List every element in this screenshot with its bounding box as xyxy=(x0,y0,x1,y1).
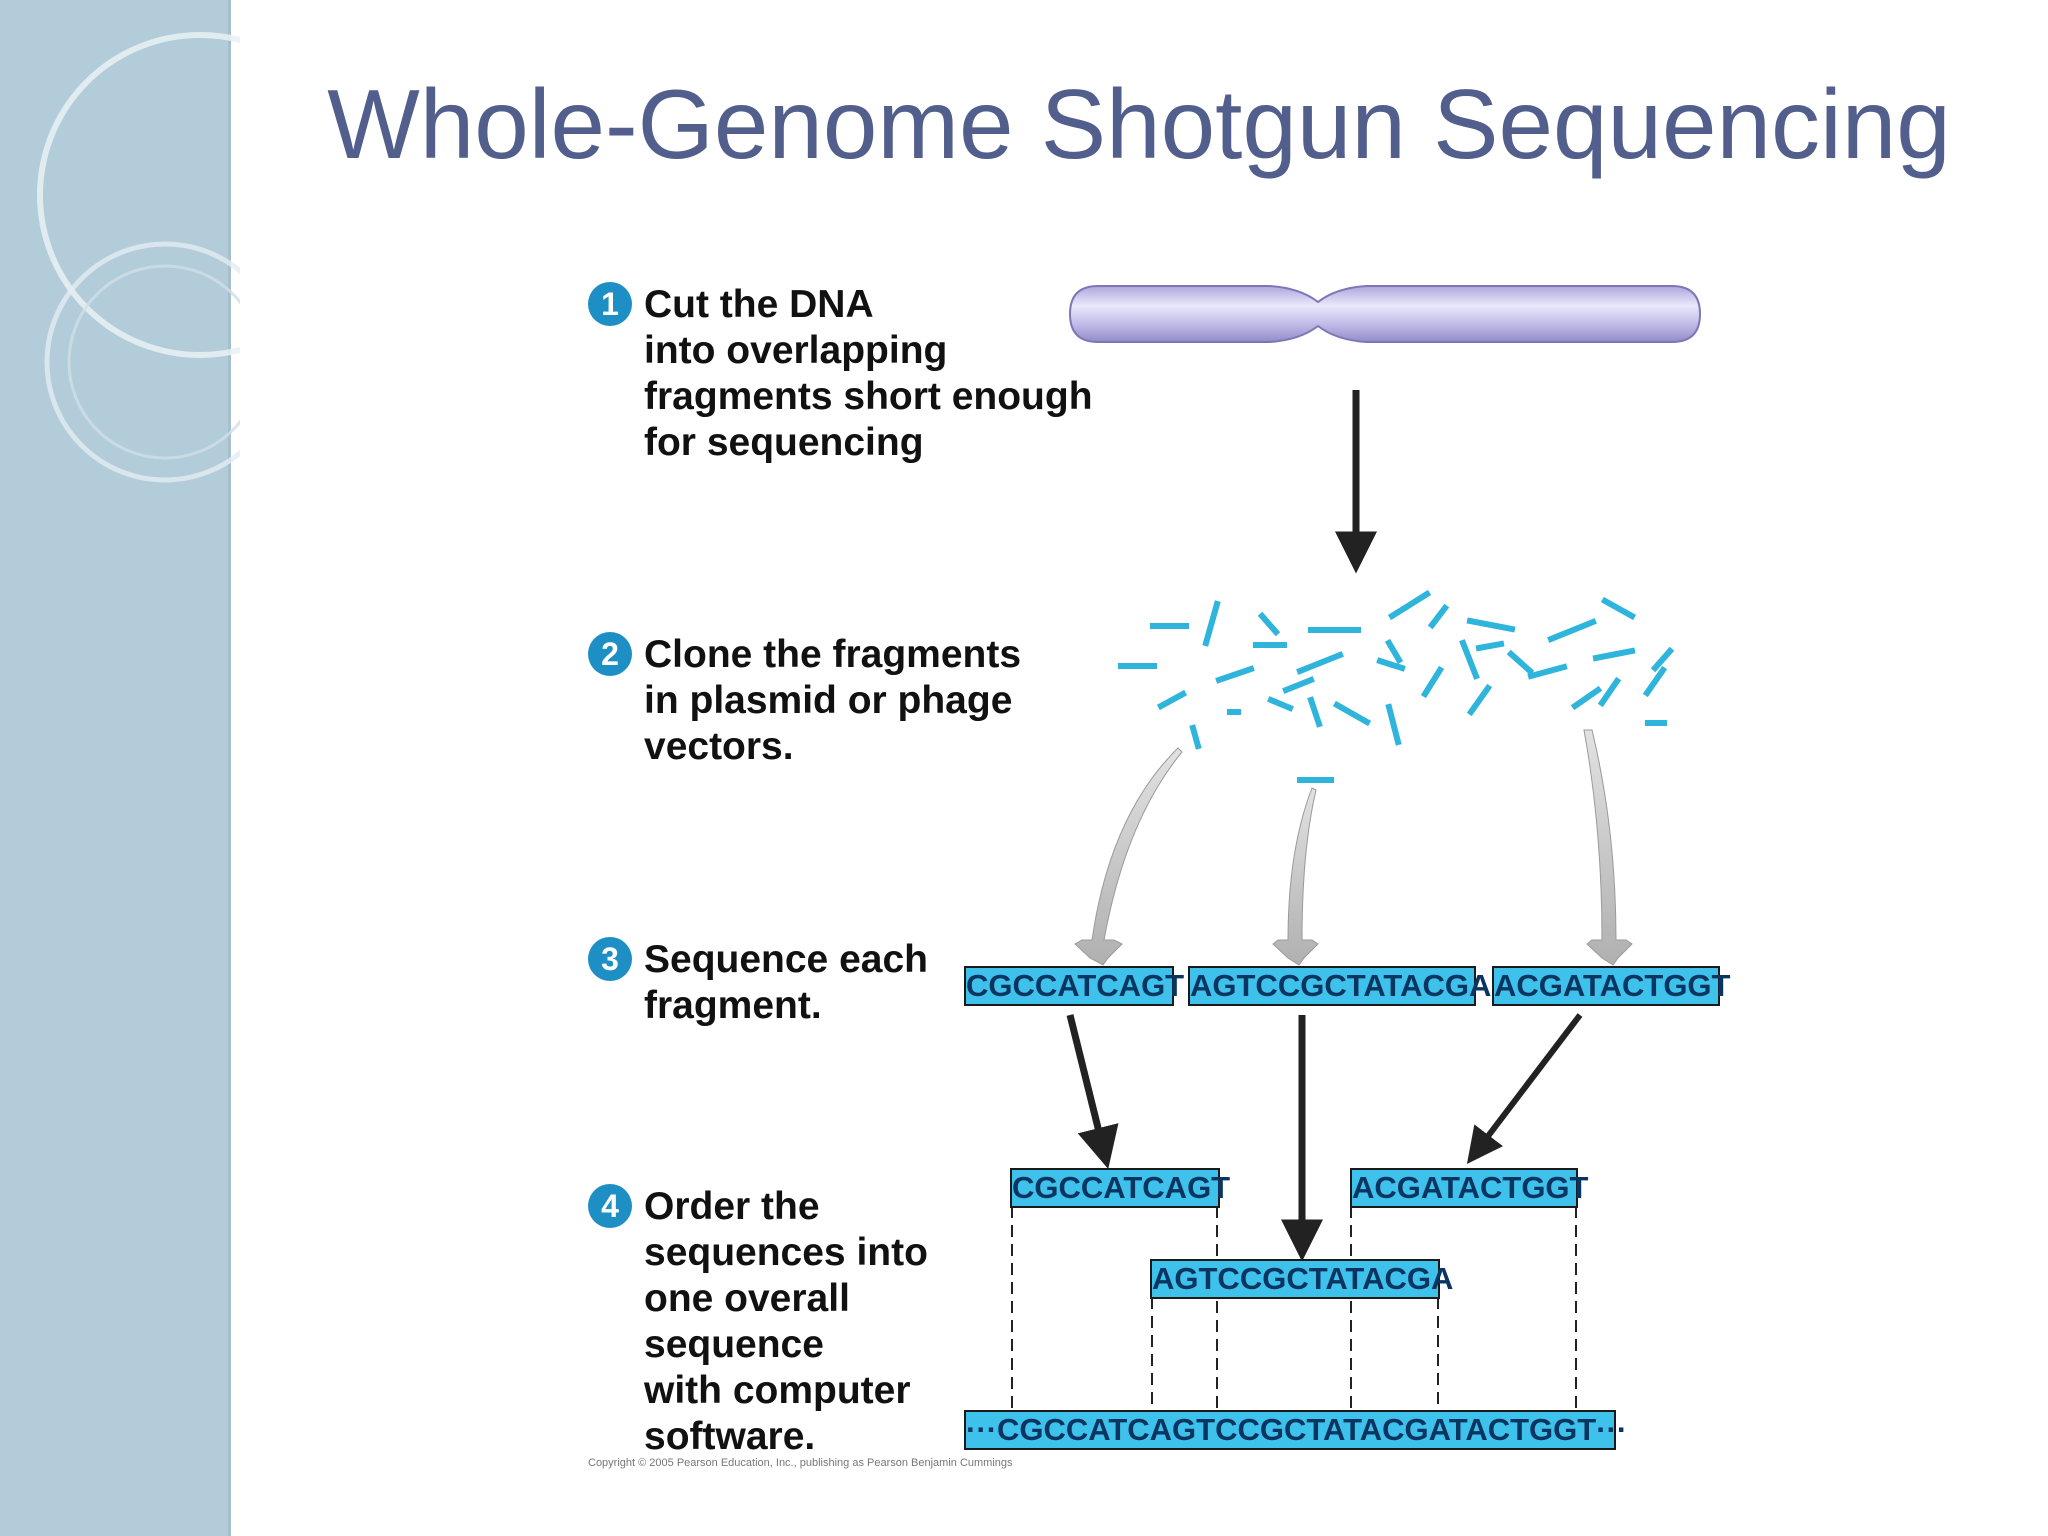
step-4-text: Order the sequences into one overall seq… xyxy=(644,1185,928,1458)
sidebar-divider xyxy=(228,0,231,1536)
clone-arrow-middle xyxy=(1272,787,1319,966)
copyright-notice: Copyright © 2005 Pearson Education, Inc.… xyxy=(588,1457,1013,1469)
sequence-box-a: CGCCATCAGT xyxy=(964,966,1184,1006)
step-3-badge: 3 xyxy=(588,937,632,981)
decorative-ring-small xyxy=(44,241,240,483)
step-1-text: Cut the DNA into overlapping fragments s… xyxy=(644,283,1093,464)
assembled-sequence: ···CGCCATCAGTCCGCTATACGATACTGGT··· xyxy=(964,1410,1627,1450)
slide-title: Whole-Genome Shotgun Sequencing xyxy=(0,68,2048,181)
slide-title-text: Whole-Genome Shotgun Sequencing xyxy=(327,69,1951,179)
dna-fragments xyxy=(1118,589,1675,783)
clone-arrow-right xyxy=(1583,729,1633,966)
sequence-box-c: ACGATACTGGT xyxy=(1492,966,1730,1006)
alignment-guides xyxy=(1011,1206,1577,1410)
ordered-box-c: ACGATACTGGT xyxy=(1350,1168,1588,1208)
clone-arrows xyxy=(1074,729,1633,966)
sequence-box-b: AGTCCGCTATACGA xyxy=(1188,966,1491,1006)
ordered-box-a: CGCCATCAGT xyxy=(1010,1168,1230,1208)
order-arrow-right xyxy=(1466,1013,1583,1164)
clone-arrow-left xyxy=(1074,747,1183,966)
decorative-ring-large xyxy=(37,32,240,358)
step-1-badge: 1 xyxy=(588,282,632,326)
step-2-text: Clone the fragments in plasmid or phage … xyxy=(644,633,1022,768)
decorative-rings xyxy=(37,32,240,483)
step-4-badge: 4 xyxy=(588,1184,632,1228)
order-arrow-left xyxy=(1066,1014,1119,1169)
chromosome-shape xyxy=(1068,285,1702,343)
step-2-badge: 2 xyxy=(588,632,632,676)
ordered-box-b: AGTCCGCTATACGA xyxy=(1150,1259,1453,1299)
decorative-ring-inner xyxy=(67,264,240,460)
step-3-text: Sequence each fragment. xyxy=(644,938,928,1027)
